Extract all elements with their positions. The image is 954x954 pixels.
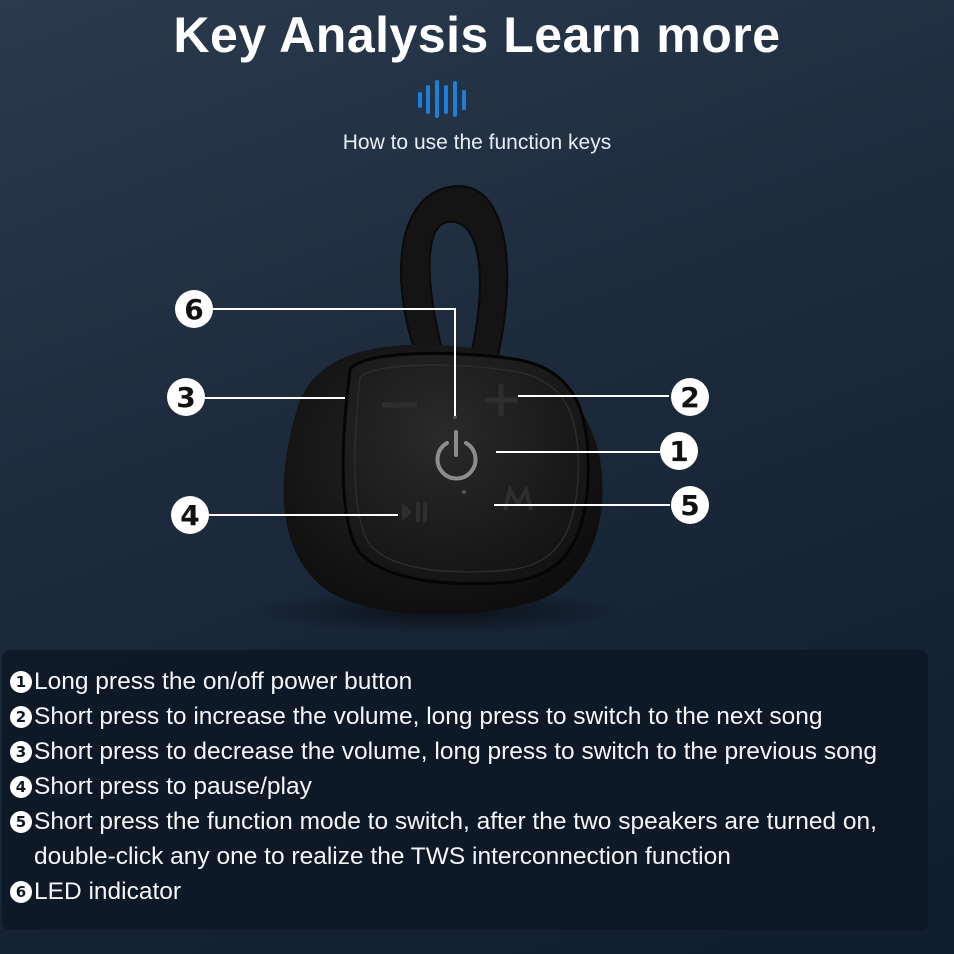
callout-5: 5 (671, 486, 709, 524)
speaker-illustration (250, 185, 630, 634)
page-subtitle: How to use the function keys (342, 131, 612, 154)
page-title: Key Analysis Learn more (173, 7, 781, 63)
step-number: 1 (10, 671, 32, 693)
list-item: 4 Short press to pause/play (10, 769, 930, 804)
instructions-panel (2, 650, 928, 930)
step-number: 6 (10, 881, 32, 903)
callout-1: 1 (660, 432, 698, 470)
step-number: 4 (10, 776, 32, 798)
list-item: 5 Short press the function mode to switc… (10, 804, 930, 874)
callout-6: 6 (175, 290, 213, 328)
step-text: Short press to decrease the volume, long… (34, 738, 877, 765)
step-text: Long press the on/off power button (34, 668, 413, 695)
callout-3: 3 (167, 378, 205, 416)
list-item: 2 Short press to increase the volume, lo… (10, 699, 930, 734)
callout-2: 2 (671, 378, 709, 416)
list-item: 1 Long press the on/off power button (10, 664, 930, 699)
step-number: 3 (10, 741, 32, 763)
step-number: 5 (10, 811, 32, 833)
list-item: 3 Short press to decrease the volume, lo… (10, 734, 930, 769)
step-text: Short press to pause/play (34, 773, 312, 800)
step-text: Short press to increase the volume, long… (34, 703, 823, 730)
step-text: Short press the function mode to switch,… (34, 808, 877, 870)
callout-4: 4 (171, 496, 209, 534)
step-number: 2 (10, 706, 32, 728)
instructions-list: 1 Long press the on/off power button 2 S… (10, 664, 930, 909)
list-item: 6 LED indicator (10, 874, 930, 909)
sound-wave-icon (418, 80, 466, 118)
step-text: LED indicator (34, 878, 182, 905)
